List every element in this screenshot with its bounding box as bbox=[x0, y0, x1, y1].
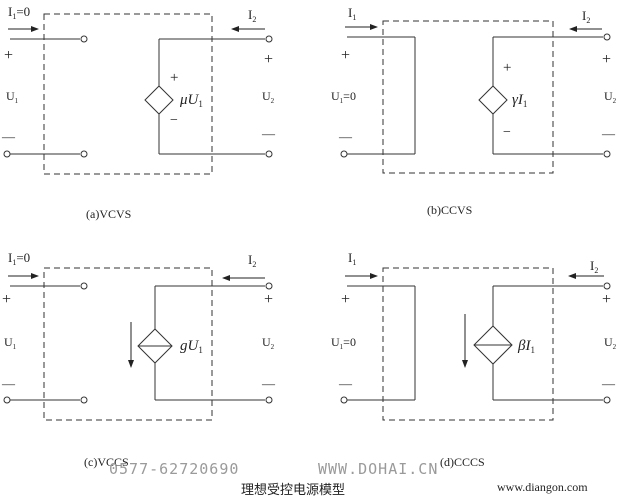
watermark-phone: 0577-62720690 bbox=[109, 460, 239, 478]
i2-label: I2 bbox=[582, 8, 590, 25]
input-top-terminal[interactable] bbox=[80, 282, 88, 290]
output-top-terminal[interactable] bbox=[603, 282, 611, 290]
input-bottom-terminal[interactable] bbox=[80, 150, 88, 158]
plus-sign-right: + bbox=[602, 51, 611, 68]
u2-label: U2 bbox=[262, 335, 275, 351]
diamond-source-icon bbox=[478, 85, 508, 115]
plus-sign-right: + bbox=[264, 291, 273, 308]
i1-label: I1 bbox=[348, 250, 356, 267]
minus-sign-right: — bbox=[261, 376, 276, 391]
input-top-terminal[interactable] bbox=[80, 35, 88, 43]
source-minus: − bbox=[170, 113, 178, 128]
footer-url: www.diangon.com bbox=[497, 480, 588, 494]
output-bottom-terminal[interactable] bbox=[603, 396, 611, 404]
footer-title: 理想受控电源模型 bbox=[241, 482, 345, 498]
minus-sign-right: — bbox=[601, 126, 616, 141]
i2-label: I2 bbox=[590, 258, 598, 275]
source-value: gU1 bbox=[180, 338, 203, 355]
plus-sign-left: + bbox=[341, 291, 350, 308]
dashed-box bbox=[43, 13, 213, 175]
i1-label: I1=0 bbox=[8, 4, 30, 21]
i1-label: I1=0 bbox=[8, 250, 30, 267]
input-bottom-terminal[interactable] bbox=[340, 396, 348, 404]
u1-label: U1 bbox=[4, 335, 17, 351]
input-left-bottom-terminal[interactable] bbox=[3, 150, 11, 158]
panel-vcvs: I1=0 + U1 — + − μU1 I2 + U2 — (a)VCVS bbox=[1, 4, 276, 221]
output-bottom-terminal[interactable] bbox=[265, 396, 273, 404]
output-top-terminal[interactable] bbox=[265, 35, 273, 43]
diamond-source-icon bbox=[144, 85, 174, 115]
u2-label: U2 bbox=[604, 335, 617, 351]
u2-label: U2 bbox=[262, 89, 275, 105]
input-left-bottom-terminal[interactable] bbox=[3, 396, 11, 404]
input-bottom-terminal[interactable] bbox=[80, 396, 88, 404]
watermark-site: WWW.DOHAI.CN bbox=[318, 460, 438, 478]
u1-label: U1=0 bbox=[331, 335, 356, 351]
plus-sign-right: + bbox=[602, 291, 611, 308]
minus-sign-left: — bbox=[338, 376, 353, 391]
dashed-box bbox=[43, 267, 213, 421]
source-plus: + bbox=[170, 70, 178, 86]
plus-sign-left: + bbox=[341, 47, 350, 64]
output-bottom-terminal[interactable] bbox=[603, 150, 611, 158]
output-top-terminal[interactable] bbox=[603, 33, 611, 41]
minus-sign-left: — bbox=[338, 129, 353, 144]
panel-caption: (d)CCCS bbox=[440, 455, 485, 469]
panel-caption: (a)VCVS bbox=[86, 207, 131, 221]
plus-sign-left: + bbox=[4, 47, 13, 64]
source-plus: + bbox=[503, 60, 511, 76]
minus-sign-left: — bbox=[1, 129, 16, 144]
output-bottom-terminal[interactable] bbox=[265, 150, 273, 158]
minus-sign-right: — bbox=[261, 126, 276, 141]
source-value: μU1 bbox=[179, 92, 203, 109]
dashed-box bbox=[382, 20, 554, 174]
minus-sign-right: — bbox=[601, 376, 616, 391]
dashed-box bbox=[382, 267, 554, 421]
u1-label: U1=0 bbox=[331, 89, 356, 105]
panel-vccs: I1=0 + U1 — gU1 I2 + U2 — (c)VCCS bbox=[1, 250, 276, 469]
u2-label: U2 bbox=[604, 89, 617, 105]
source-value: γI1 bbox=[512, 92, 527, 109]
plus-sign-left: + bbox=[2, 291, 11, 308]
panel-ccvs: I1 + U1=0 — + − γI1 I2 + U2 — (b)CCVS bbox=[331, 5, 617, 217]
u1-label: U1 bbox=[6, 89, 19, 105]
panel-cccs: I1 + U1=0 — βI1 I2 + U2 — (d)CCCS bbox=[331, 250, 617, 469]
source-value: βI1 bbox=[517, 338, 535, 355]
i1-label: I1 bbox=[348, 5, 356, 22]
output-top-terminal[interactable] bbox=[265, 282, 273, 290]
minus-sign-left: — bbox=[1, 376, 16, 391]
plus-sign-right: + bbox=[264, 51, 273, 68]
panel-caption: (c)VCCS bbox=[84, 455, 129, 469]
input-bottom-terminal[interactable] bbox=[340, 150, 348, 158]
i2-label: I2 bbox=[248, 252, 256, 269]
panel-caption: (b)CCVS bbox=[427, 203, 472, 217]
source-minus: − bbox=[503, 125, 511, 140]
i2-label: I2 bbox=[248, 7, 256, 24]
